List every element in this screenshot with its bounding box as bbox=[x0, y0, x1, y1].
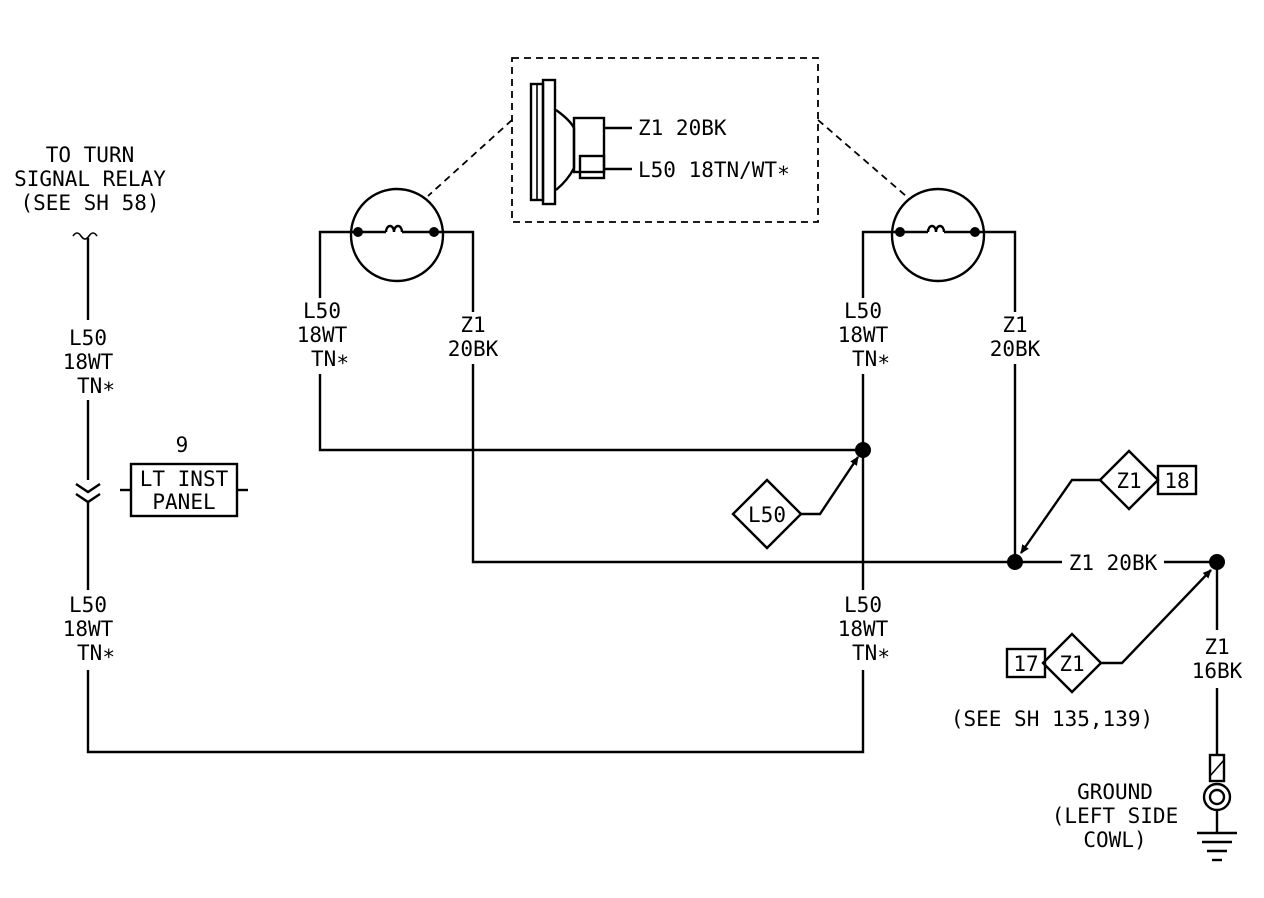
svg-text:(LEFT SIDE: (LEFT SIDE bbox=[1052, 804, 1178, 828]
svg-text:Z1: Z1 bbox=[1059, 652, 1084, 676]
svg-text:L50: L50 bbox=[303, 299, 341, 323]
svg-text:16BK: 16BK bbox=[1192, 659, 1243, 683]
splice-l50-tag: L50 bbox=[731, 478, 803, 550]
ground-eyelet bbox=[1202, 753, 1232, 833]
wire-segment bbox=[86, 670, 865, 754]
svg-text:(SEE SH 58): (SEE SH 58) bbox=[20, 191, 159, 215]
left-lamp bbox=[349, 187, 445, 283]
connector-chevron bbox=[75, 483, 101, 494]
wire-segment bbox=[318, 374, 863, 452]
svg-text:SIGNAL RELAY: SIGNAL RELAY bbox=[14, 167, 166, 191]
wire-segment bbox=[975, 230, 1017, 312]
svg-text:L50: L50 bbox=[69, 326, 107, 350]
svg-text:TO TURN: TO TURN bbox=[46, 143, 135, 167]
left-upper-wire-label: L50 18WT TN∗ bbox=[63, 326, 115, 398]
lamp-inset-box bbox=[511, 57, 819, 223]
splice-l50-node bbox=[855, 442, 871, 458]
svg-text:18: 18 bbox=[1164, 469, 1189, 493]
svg-text:TN∗: TN∗ bbox=[77, 374, 115, 398]
inset-leader-left bbox=[427, 119, 513, 197]
svg-text:9: 9 bbox=[176, 433, 189, 457]
ground-location-label: GROUND (LEFT SIDE COWL) bbox=[1052, 780, 1178, 852]
left-lower-wire-label: L50 18WT TN∗ bbox=[63, 593, 115, 665]
svg-text:L50: L50 bbox=[844, 299, 882, 323]
svg-text:18WT: 18WT bbox=[63, 350, 114, 374]
inset-ground-wire-label: Z1 20BK bbox=[638, 116, 727, 140]
svg-text:L50: L50 bbox=[748, 503, 786, 527]
svg-text:Z1: Z1 bbox=[1002, 313, 1027, 337]
svg-text:Z1: Z1 bbox=[460, 313, 485, 337]
splice-z1-top-tag: Z1 18 bbox=[1098, 449, 1198, 511]
lower-center-wire-label: L50 18WT TN∗ bbox=[838, 593, 890, 665]
see-sheets-note: (SEE SH 135,139) bbox=[951, 707, 1153, 731]
svg-text:TN∗: TN∗ bbox=[311, 347, 349, 371]
svg-text:20BK: 20BK bbox=[448, 337, 499, 361]
left-lamp-feed-label: L50 18WT TN∗ bbox=[297, 299, 349, 371]
svg-text:TN∗: TN∗ bbox=[77, 641, 115, 665]
svg-text:18WT: 18WT bbox=[63, 617, 114, 641]
svg-text:COWL): COWL) bbox=[1083, 828, 1146, 852]
inset-feed-wire-label: L50 18TN/WT∗ bbox=[638, 158, 790, 182]
svg-text:LT INST: LT INST bbox=[140, 467, 229, 491]
svg-text:18WT: 18WT bbox=[838, 323, 889, 347]
bus-wire-label: Z1 20BK bbox=[1069, 551, 1158, 575]
svg-text:L50: L50 bbox=[844, 593, 882, 617]
wire-break-symbol bbox=[72, 232, 98, 240]
ground-wire-label: Z1 16BK bbox=[1192, 635, 1243, 683]
right-lamp-feed-label: L50 18WT TN∗ bbox=[838, 299, 890, 371]
splice-z1-bottom-tag: 17 Z1 bbox=[1005, 632, 1103, 694]
wire-segment bbox=[861, 230, 900, 298]
wire-segment bbox=[318, 230, 358, 298]
wire-segment bbox=[434, 230, 475, 312]
svg-text:TN∗: TN∗ bbox=[852, 347, 890, 371]
ground-symbol bbox=[1197, 831, 1237, 862]
svg-text:GROUND: GROUND bbox=[1077, 780, 1153, 804]
svg-text:PANEL: PANEL bbox=[152, 490, 215, 514]
svg-text:Z1: Z1 bbox=[1204, 635, 1229, 659]
svg-text:18WT: 18WT bbox=[297, 323, 348, 347]
wire-segment bbox=[471, 364, 1015, 564]
inset-leader-right bbox=[817, 119, 907, 197]
svg-text:Z1: Z1 bbox=[1116, 469, 1141, 493]
bulb-side-view bbox=[529, 78, 632, 206]
splice-l50-pointer bbox=[801, 456, 859, 516]
svg-text:18WT: 18WT bbox=[838, 617, 889, 641]
right-lamp bbox=[890, 187, 986, 283]
left-lamp-ground-label: Z1 20BK bbox=[448, 313, 499, 361]
relay-note: TO TURN SIGNAL RELAY (SEE SH 58) bbox=[14, 143, 166, 215]
connector-chevron bbox=[75, 493, 101, 504]
splice-z1-top-pointer bbox=[1020, 478, 1100, 554]
splice-z1-bottom-pointer bbox=[1101, 569, 1212, 665]
connector-box: 9 LT INST PANEL bbox=[120, 433, 248, 518]
svg-text:17: 17 bbox=[1013, 652, 1038, 676]
svg-text:TN∗: TN∗ bbox=[852, 641, 890, 665]
svg-text:L50: L50 bbox=[69, 593, 107, 617]
svg-text:20BK: 20BK bbox=[990, 337, 1041, 361]
right-lamp-ground-label: Z1 20BK bbox=[990, 313, 1041, 361]
